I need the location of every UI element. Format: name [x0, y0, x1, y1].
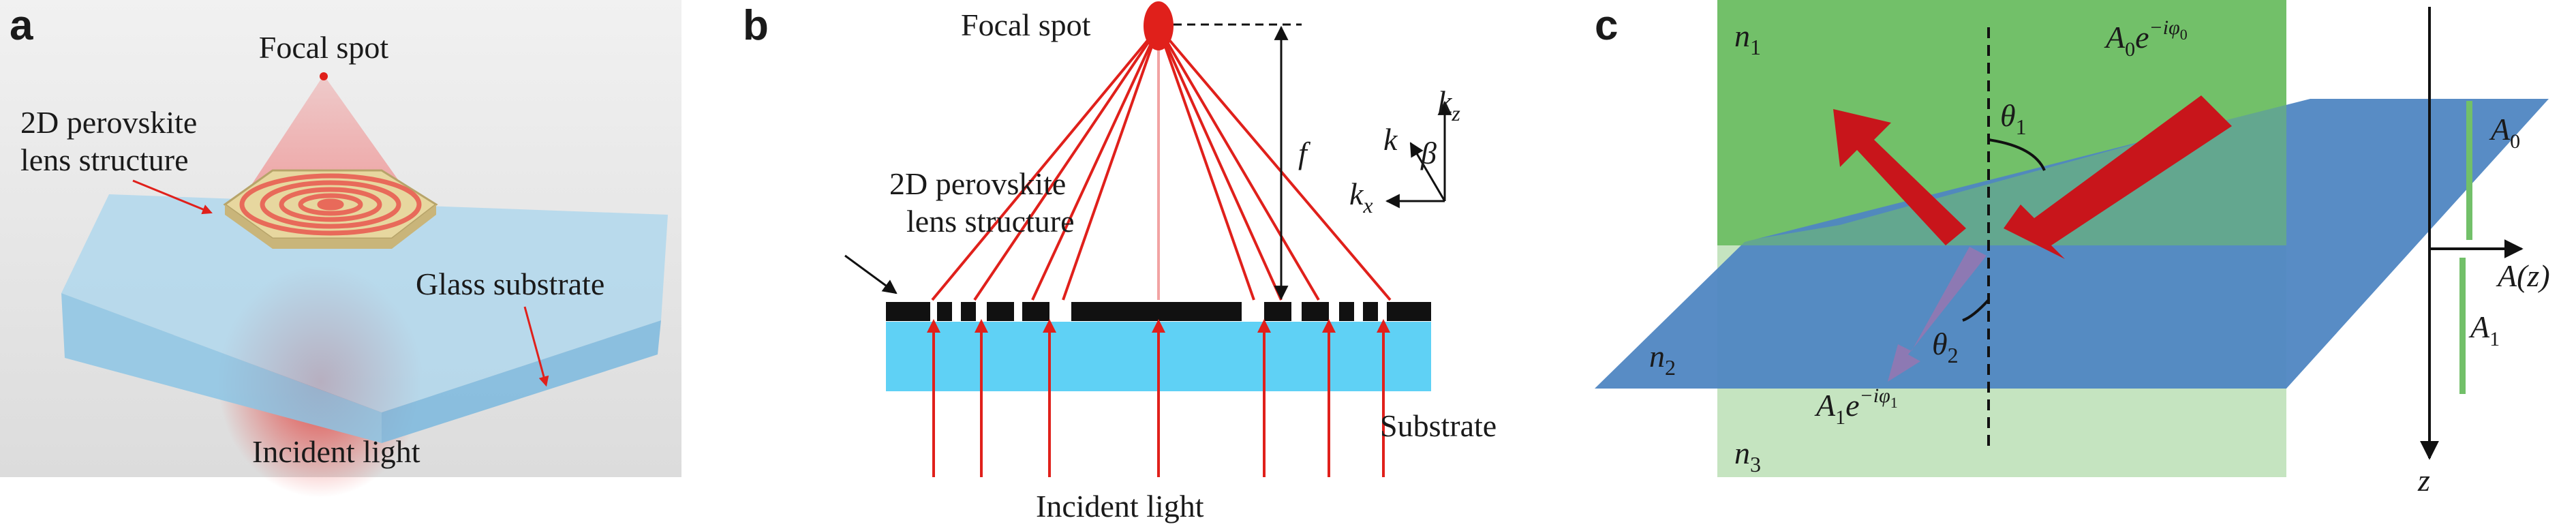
- focal-spot-dot-a: [320, 72, 328, 80]
- lens-pointer-arrow-b: [844, 254, 898, 294]
- n1-label: n1: [1734, 18, 1761, 59]
- n2-label: n2: [1649, 339, 1676, 380]
- glass-substrate-label: Glass substrate: [416, 267, 604, 301]
- hexagonal-lens-edge: [225, 204, 436, 249]
- panel-b-letter: b: [743, 2, 769, 49]
- A1-bar: [2459, 258, 2466, 394]
- reflected-wave-arrow[interactable]: [1833, 109, 1966, 245]
- theta2-arc: [1962, 299, 1990, 322]
- incident-wave-arrow[interactable]: [2004, 95, 2232, 259]
- glass-substrate-side: [382, 320, 661, 443]
- k-axes: [1385, 100, 1452, 209]
- glass-substrate-front: [61, 293, 382, 443]
- substrate-label-b: Substrate: [1380, 408, 1497, 443]
- panel-c: c n1 n2 n3 θ1 θ2 A0e−iφ0 A1e−iφ1 A0 A1: [1595, 0, 2550, 498]
- incident-light-label-a: Incident light: [252, 434, 420, 469]
- focal-length-label: f: [1298, 136, 1311, 170]
- lens-label-b-line2: lens structure: [906, 204, 1075, 239]
- panel-a-letter: a: [10, 2, 33, 49]
- z-axis-label: z: [2417, 463, 2430, 498]
- glass-substrate-slab: [61, 194, 668, 412]
- focal-spot-b: [1144, 1, 1174, 50]
- amplitude-axis-label: A(z): [2496, 258, 2550, 293]
- transmitted-wave-arrow[interactable]: [1888, 247, 1987, 382]
- A0-bar-label: A0: [2489, 112, 2520, 153]
- incident-amplitude-label: A0e−iφ0: [2104, 16, 2188, 61]
- theta1-arc: [1988, 138, 2046, 171]
- n3-label: n3: [1734, 436, 1761, 476]
- lens-pointer-arrow-a: [132, 179, 213, 215]
- lens-label-a-line2: lens structure: [20, 142, 189, 177]
- lens-label-a-line1: 2D perovskite: [20, 105, 197, 140]
- incident-light-label-b: Incident light: [1036, 489, 1204, 524]
- A0-bar: [2466, 101, 2472, 240]
- lens-grating: [886, 302, 1431, 321]
- medium-1-overlay: [1717, 102, 2286, 245]
- kz-label: kz: [1438, 85, 1460, 125]
- glass-pointer-arrow: [523, 306, 549, 387]
- panel-c-letter: c: [1595, 2, 1618, 49]
- focal-spot-label-b: Focal spot: [961, 7, 1091, 42]
- panel-b: b: [743, 1, 1497, 524]
- A1-bar-label: A1: [2468, 309, 2500, 350]
- kx-label: kx: [1349, 177, 1373, 217]
- focusing-rays-b: [931, 26, 1392, 301]
- beta-label: β: [1420, 136, 1437, 170]
- panel-a: a Focal spot 2D perovskite lens structur…: [0, 0, 681, 498]
- incident-rays-b: [927, 319, 1390, 477]
- reflected-amplitude-label: A1e−iφ1: [1814, 384, 1898, 429]
- theta1-label: θ1: [2000, 98, 2027, 139]
- k-label: k: [1383, 122, 1398, 157]
- lens-label-b-line1: 2D perovskite: [889, 166, 1066, 201]
- theta2-label: θ2: [1932, 327, 1959, 367]
- focal-spot-label-a: Focal spot: [259, 30, 389, 65]
- lens-rings: [239, 173, 422, 236]
